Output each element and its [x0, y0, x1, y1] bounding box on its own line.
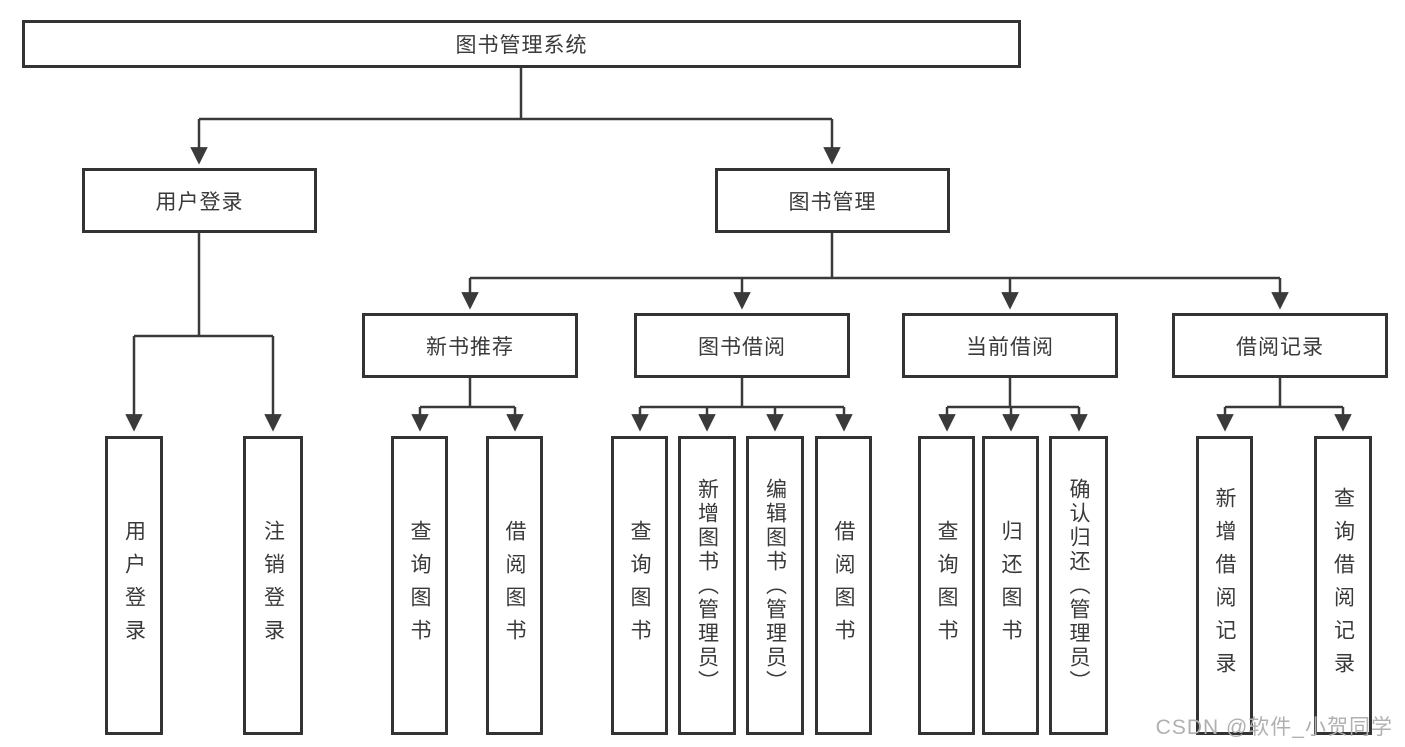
node-new-book-recommend: 新书推荐: [362, 313, 578, 378]
node-label: 查询图书: [408, 519, 431, 652]
node-book-borrow: 图书借阅: [634, 313, 850, 378]
leaf-query-books-current: 查询图书: [918, 436, 975, 735]
leaf-query-books-borrow: 查询图书: [611, 436, 668, 735]
node-label: 查询借阅记录: [1331, 486, 1355, 685]
node-label: 用户登录: [122, 519, 146, 652]
node-label: 编辑图书（管理员）: [763, 477, 787, 694]
leaf-edit-books-admin: 编辑图书（管理员）: [746, 436, 804, 735]
leaf-borrow-books-recommend: 借阅图书: [486, 436, 543, 735]
leaf-query-books-recommend: 查询图书: [391, 436, 448, 735]
node-label: 用户登录: [155, 190, 244, 214]
node-label: 确认归还（管理员）: [1067, 477, 1090, 694]
node-label: 新增图书（管理员）: [695, 477, 719, 694]
node-label: 图书借阅: [698, 335, 786, 359]
csdn-watermark: CSDN @软件_小贺同学: [1155, 716, 1393, 739]
node-user-login-group: 用户登录: [82, 168, 317, 233]
leaf-user-login: 用户登录: [105, 436, 163, 735]
node-root-system: 图书管理系统: [22, 20, 1021, 68]
leaf-logout: 注销登录: [243, 436, 303, 735]
leaf-confirm-return-admin: 确认归还（管理员）: [1049, 436, 1108, 735]
node-book-management-group: 图书管理: [715, 168, 950, 233]
leaf-query-borrow-record: 查询借阅记录: [1314, 436, 1372, 735]
leaf-return-books: 归还图书: [982, 436, 1039, 735]
node-label: 新增借阅记录: [1213, 486, 1236, 685]
node-borrow-records: 借阅记录: [1172, 313, 1388, 378]
leaf-add-borrow-record: 新增借阅记录: [1196, 436, 1253, 735]
node-label: 注销登录: [261, 519, 285, 652]
leaf-borrow-books: 借阅图书: [815, 436, 872, 735]
node-label: 借阅记录: [1236, 335, 1324, 359]
node-label: 当前借阅: [966, 335, 1054, 359]
node-label: 图书管理: [788, 190, 877, 214]
node-label: 借阅图书: [503, 519, 526, 652]
node-label: 新书推荐: [426, 335, 514, 359]
node-label: 图书管理系统: [455, 34, 588, 57]
node-label: 查询图书: [628, 519, 651, 652]
node-current-borrow: 当前借阅: [902, 313, 1118, 378]
node-label: 归还图书: [999, 519, 1022, 652]
connector-group: [125, 68, 1352, 432]
node-label: 查询图书: [935, 519, 958, 652]
leaf-add-books-admin: 新增图书（管理员）: [678, 436, 736, 735]
node-label: 借阅图书: [832, 519, 855, 652]
